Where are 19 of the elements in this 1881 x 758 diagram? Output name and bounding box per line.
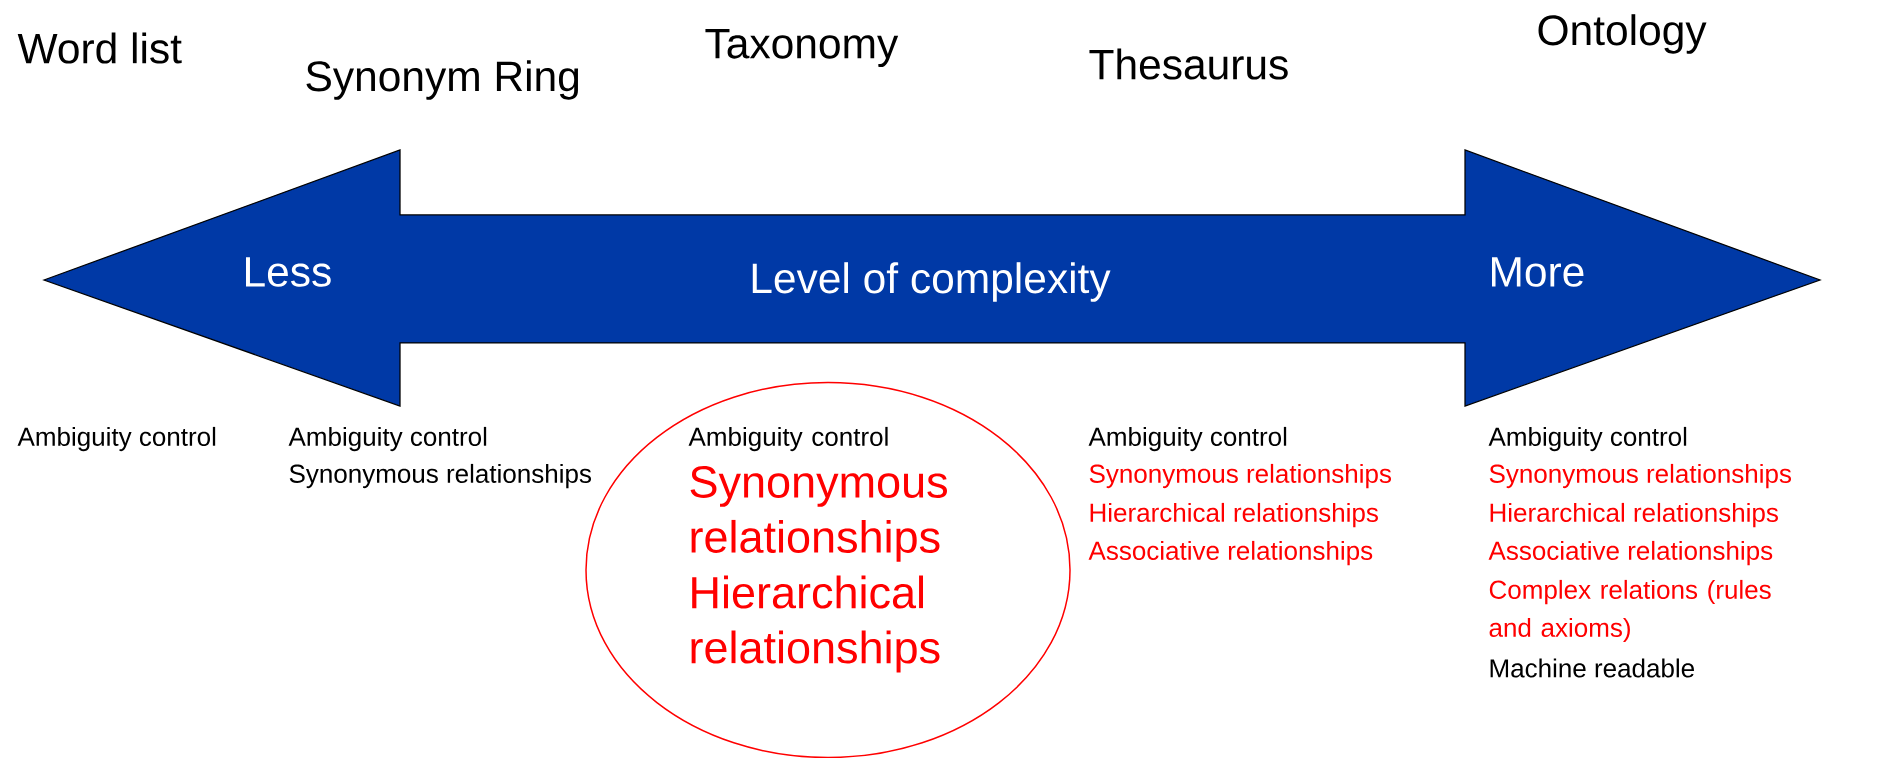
feature-text: Synonymous relationships [289,463,591,489]
feature-text: Machine readable [1490,658,1694,678]
heading: Thesaurus [1089,48,1288,80]
arrow-label: Less [246,257,331,287]
ellipse-text: Hierarchical relationships [691,575,940,673]
ellipse-text: Ambiguity control [688,426,888,452]
feature-text: Associative relationships [1488,540,1773,566]
arrow-label: More [1492,257,1584,287]
feature-text: Hierarchical relationships [1490,502,1778,528]
heading: Ontology [1538,14,1707,54]
heading: Word list [17,32,182,64]
heading: Taxonomy [705,28,899,67]
feature-text: Synonymous relationships [1489,463,1791,489]
arrow-label: Level of complexity [752,262,1111,302]
ellipse-text: Synonymous relationships [690,466,947,562]
feature-text: Synonymous relationships [1089,463,1391,489]
heading: Synonym Ring [306,60,579,100]
feature-text: Complex relations (rules and axioms) [1489,579,1771,643]
feature-text: Ambiguity control [1088,426,1287,452]
